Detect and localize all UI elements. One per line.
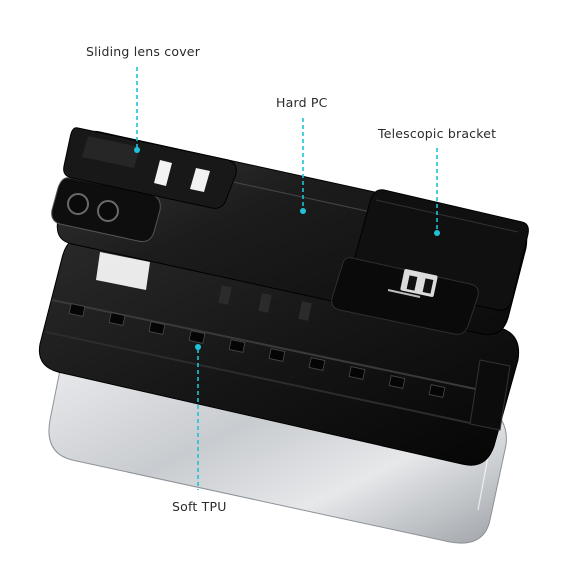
soft-tpu-case <box>38 236 520 466</box>
sliding-lens-cover <box>51 127 237 243</box>
label-sliding-lens-cover: Sliding lens cover <box>86 44 201 59</box>
label-telescopic-bracket: Telescopic bracket <box>378 126 497 141</box>
callout-lines <box>134 67 440 490</box>
telescopic-bracket <box>331 189 529 335</box>
label-soft-tpu: Soft TPU <box>172 499 227 514</box>
label-hard-pc: Hard PC <box>276 95 328 110</box>
